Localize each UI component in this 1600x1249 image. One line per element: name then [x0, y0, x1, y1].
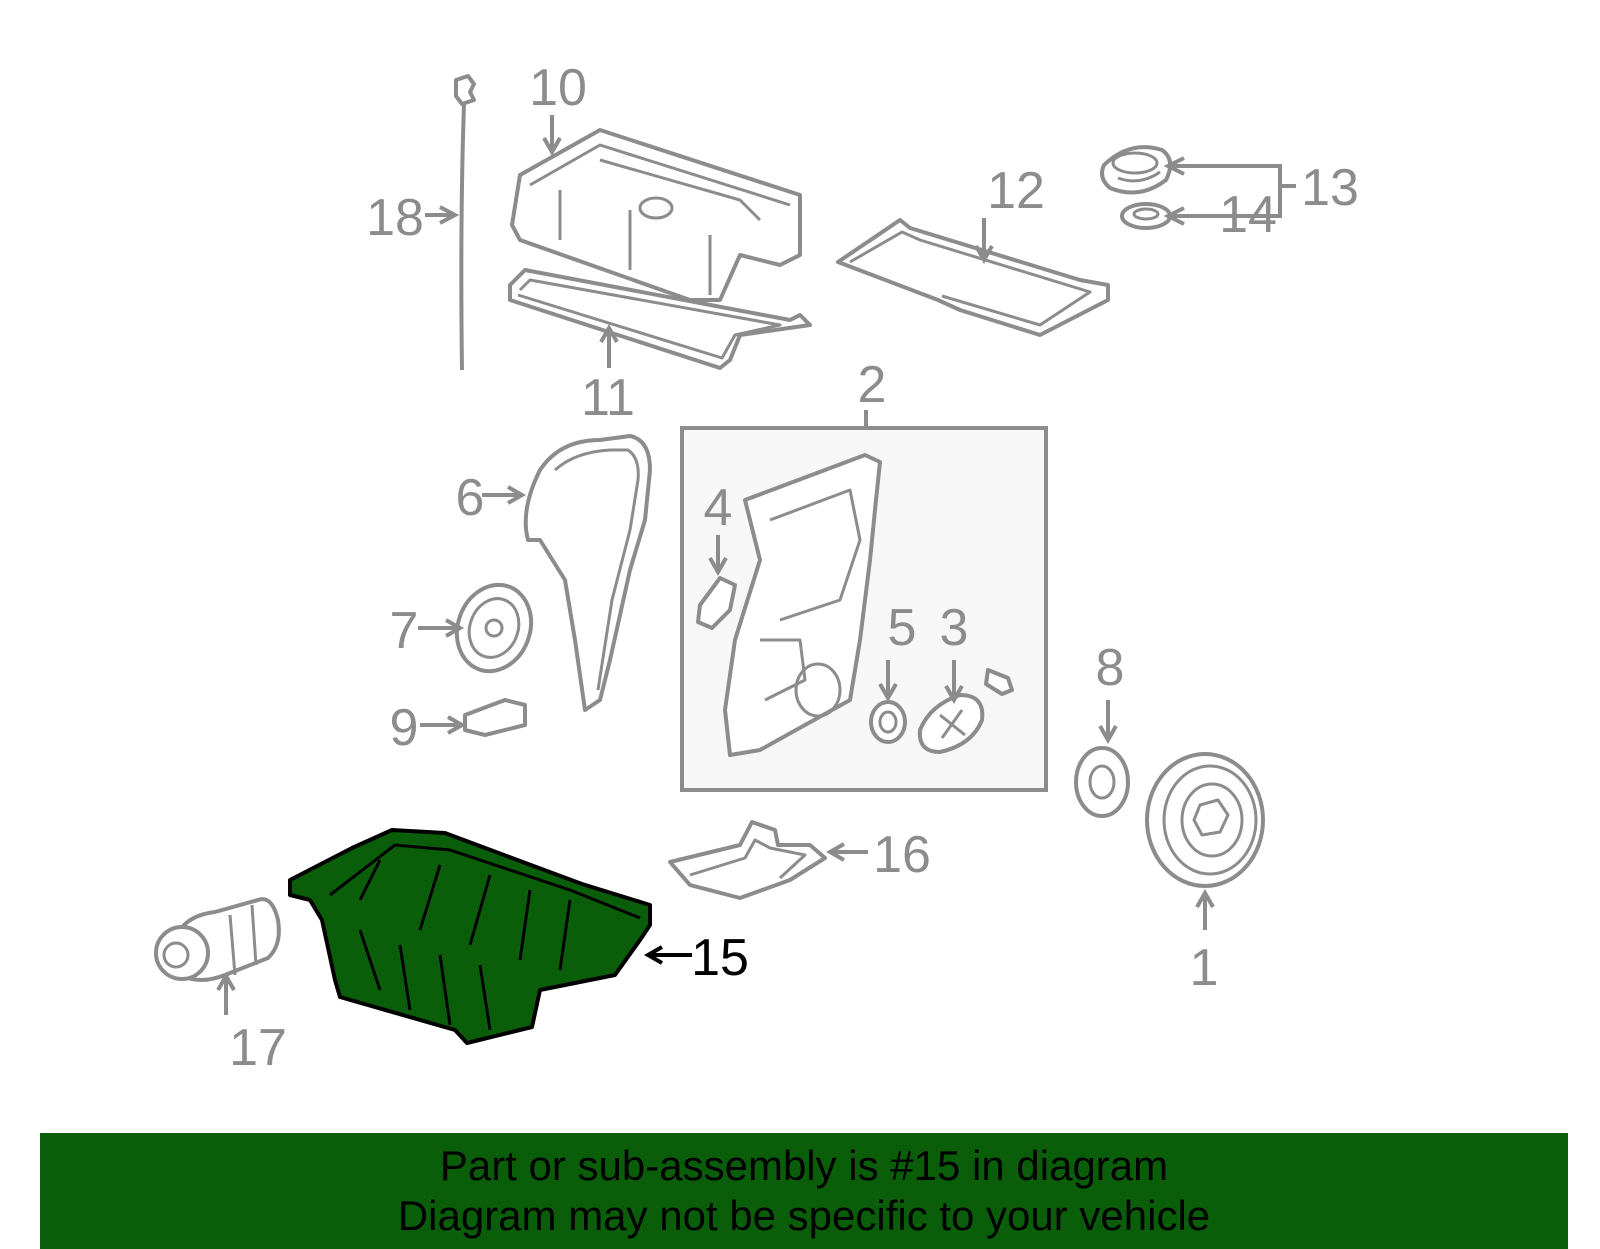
- part-12-cover: [836, 218, 1110, 337]
- callout-1: 1: [1190, 939, 1219, 997]
- part-16-baffle: [668, 820, 868, 900]
- callout-2: 2: [858, 356, 887, 414]
- callout-4: 4: [704, 479, 733, 537]
- callout-11: 11: [581, 369, 635, 427]
- part-17-oil-filter: [154, 897, 281, 1015]
- callout-3: 3: [940, 599, 969, 657]
- callout-12: 12: [987, 162, 1045, 220]
- part-18-dipstick: [425, 74, 476, 371]
- info-banner: Part or sub-assembly is #15 in diagram D…: [40, 1133, 1568, 1249]
- part-9-sensor: [420, 698, 527, 737]
- part-10-valve-cover: [510, 115, 802, 302]
- callout-15: 15: [691, 929, 749, 987]
- part-11-gasket: [508, 268, 812, 370]
- callout-13: 13: [1301, 159, 1359, 217]
- callout-5: 5: [888, 599, 917, 657]
- part-6-timing-chain: [482, 434, 652, 712]
- part-2-timing-cover-group: [680, 410, 1048, 792]
- callout-8: 8: [1096, 639, 1125, 697]
- callout-17: 17: [229, 1019, 287, 1077]
- callout-7: 7: [390, 602, 419, 660]
- callout-6: 6: [456, 469, 485, 527]
- bracket-13-14: [1170, 164, 1282, 218]
- banner-line-disclaimer: Diagram may not be specific to your vehi…: [397, 1192, 1211, 1239]
- part-8-crank-sprocket: [1074, 700, 1130, 818]
- part-13-oil-cap: [1100, 145, 1173, 195]
- part-15-oil-pan: [288, 828, 692, 1045]
- callout-14: 14: [1219, 186, 1277, 244]
- callout-18: 18: [366, 189, 424, 247]
- part-14-seal: [1120, 202, 1172, 230]
- banner-line-part: Part or sub-assembly is #15 in diagram: [439, 1142, 1169, 1189]
- part-7-sprocket: [418, 582, 534, 674]
- callout-9: 9: [390, 699, 419, 757]
- part-1-pulley: [1145, 752, 1265, 930]
- callout-16: 16: [873, 826, 931, 884]
- callout-10: 10: [529, 59, 587, 117]
- parts-diagram: 1 2 3 4 5 6 7 8 9 10 11 12 13 14 15 16 1…: [154, 59, 1359, 1077]
